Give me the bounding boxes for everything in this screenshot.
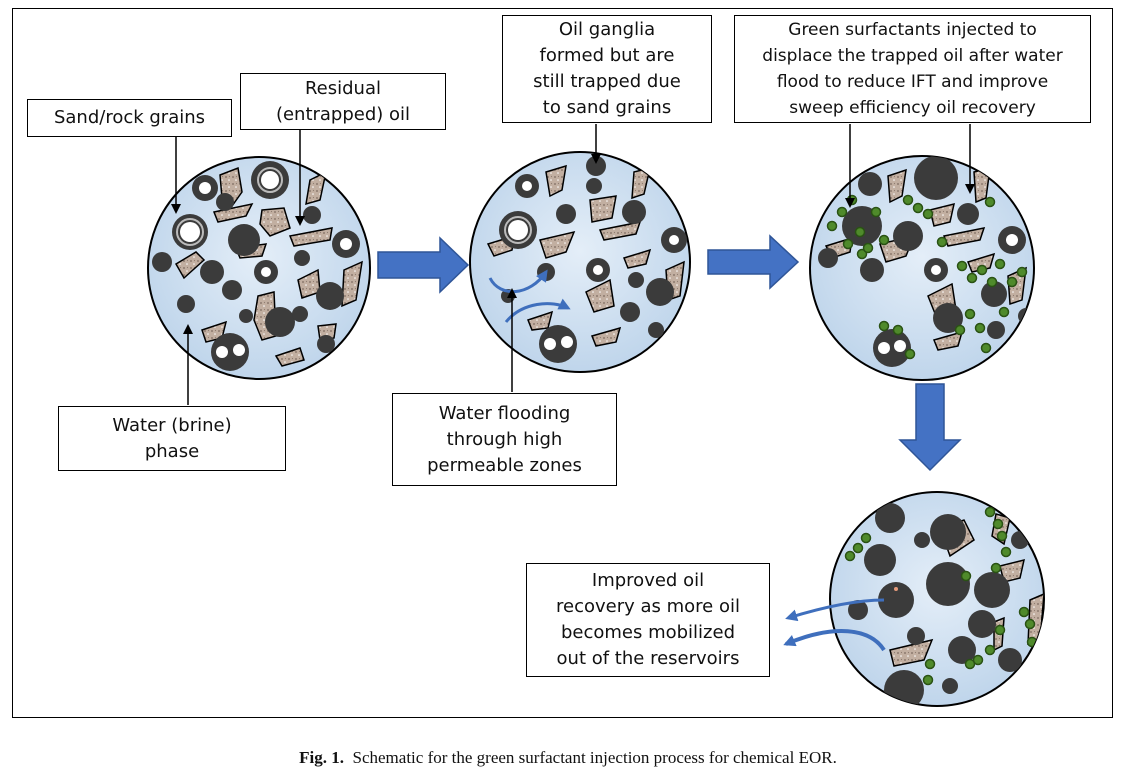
- pore-circle-initial: [147, 156, 371, 380]
- figure-caption: Fig. 1. Schematic for the green surfacta…: [0, 748, 1136, 768]
- label-line: phase: [144, 440, 200, 462]
- label-line: Improved oil: [591, 570, 705, 591]
- label-line: through high: [446, 428, 563, 450]
- recovery-flow-arrow-upper: [785, 598, 885, 622]
- pore-circle-recovery: [829, 491, 1045, 707]
- pore-circle-waterflood: [469, 151, 691, 373]
- label-text: Sand/rock grains: [53, 107, 206, 128]
- label-line: flood to reduce IFT and improve: [776, 72, 1049, 92]
- label-line: (entrapped) oil: [275, 103, 411, 125]
- label-water-brine: Water (brine) phase: [58, 406, 286, 471]
- label-line: to sand grains: [542, 97, 672, 118]
- label-line: Oil ganglia: [558, 19, 656, 40]
- label-residual-oil: Residual (entrapped) oil: [240, 73, 446, 130]
- label-line: formed but are: [539, 45, 675, 66]
- process-arrow-3: [898, 383, 962, 472]
- label-line: out of the reservoirs: [556, 648, 740, 669]
- label-line: Residual: [304, 77, 382, 99]
- label-line: becomes mobilized: [560, 622, 736, 643]
- label-line: Green surfactants injected to: [788, 20, 1037, 40]
- caption-label: Fig. 1.: [299, 748, 345, 767]
- label-line: Water flooding: [438, 402, 571, 424]
- label-water-flooding: Water flooding through high permeable zo…: [392, 393, 617, 486]
- label-sand-rock-grains: Sand/rock grains: [27, 99, 232, 137]
- process-diagram: [147, 124, 1045, 707]
- process-arrow-2: [707, 234, 800, 290]
- label-green-surfactants: Green surfactants injected to displace t…: [734, 15, 1091, 123]
- recovery-flow-arrow-lower: [783, 629, 886, 652]
- label-improved-recovery: Improved oil recovery as more oil become…: [526, 563, 770, 677]
- label-line: Water (brine): [112, 414, 232, 436]
- caption-text: Schematic for the green surfactant injec…: [352, 748, 837, 767]
- figure-frame: [12, 8, 1113, 718]
- label-line: sweep efficiency oil recovery: [789, 98, 1036, 118]
- process-arrow-1: [377, 236, 470, 294]
- pore-circle-surfactant: [809, 155, 1035, 381]
- label-line: still trapped due: [533, 71, 681, 92]
- label-oil-ganglia: Oil ganglia formed but are still trapped…: [502, 15, 712, 123]
- label-line: displace the trapped oil after water: [762, 46, 1063, 66]
- label-line: recovery as more oil: [556, 596, 740, 617]
- label-line: permeable zones: [427, 454, 582, 476]
